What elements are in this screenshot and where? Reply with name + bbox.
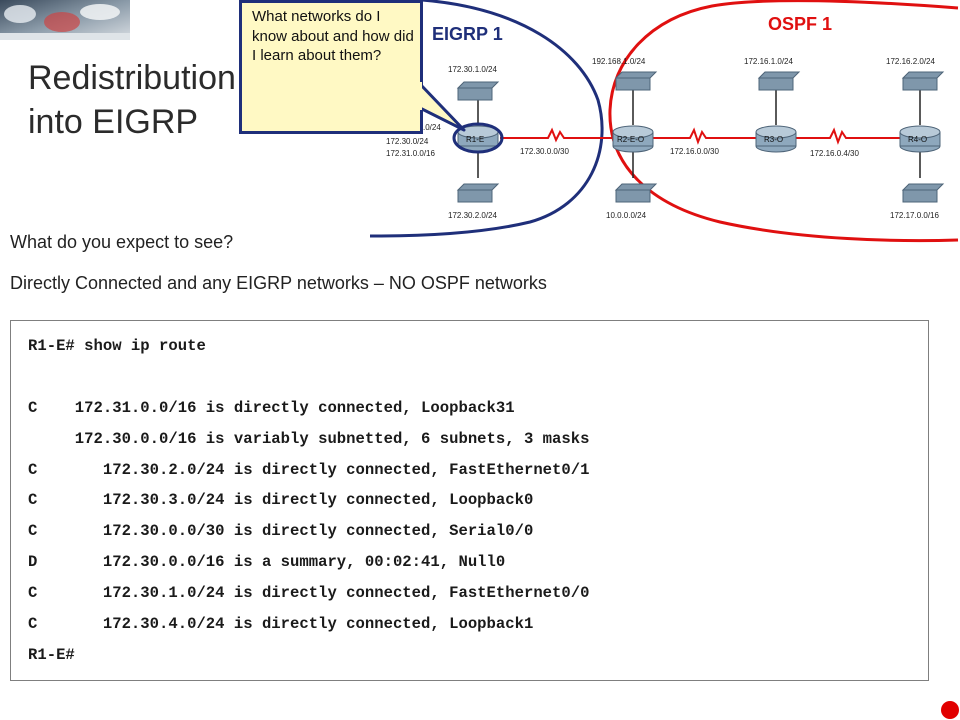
router-label-r1: R1-E (466, 135, 484, 144)
header-photo (0, 0, 130, 40)
network-label: 192.168.1.0/24 (592, 57, 646, 66)
title-line-2: into EIGRP (28, 103, 199, 141)
slide-title: Redistribution into EIGRP (28, 56, 236, 144)
network-label: 172.30.1.0/24 (448, 65, 497, 74)
r1-highlight (452, 122, 504, 154)
link-r2-r3 (652, 127, 760, 145)
console-line: R1-E# (28, 645, 75, 664)
console-line: C 172.30.2.0/24 is directly connected, F… (28, 460, 590, 479)
network-label: 172.16.0.0/30 (670, 147, 719, 156)
network-label: 10.0.0.0/24 (606, 211, 647, 220)
switch-icon (456, 71, 945, 203)
network-label: 172.30.0.0/30 (520, 147, 569, 156)
router-icon (457, 125, 941, 153)
question-callout: What networks do I know about and how di… (239, 0, 423, 134)
network-label: 172.30.2.0/24 (448, 211, 497, 220)
network-label: 172.31.0.0/16 (386, 149, 435, 158)
console-line: C 172.30.1.0/24 is directly connected, F… (28, 584, 590, 603)
slide-indicator-dot (941, 701, 959, 719)
network-label: 172.30.0/24 (386, 137, 429, 146)
router-label-r4: R4-O (908, 135, 927, 144)
console-line: D 172.30.0.0/16 is a summary, 00:02:41, … (28, 553, 506, 572)
title-line-1: Redistribution (28, 59, 236, 97)
console-line: 172.30.0.0/16 is variably subnetted, 6 s… (28, 429, 590, 448)
ospf-boundary (608, 0, 959, 243)
console-line: R1-E# show ip route (28, 337, 206, 355)
network-diagram: EIGRP 1 OSPF 1 R1-E R2-E-O R3-O R4-O 172… (369, 0, 959, 243)
callout-pointer (416, 82, 466, 132)
question-text: What do you expect to see? (10, 232, 234, 252)
link-r3-r4 (792, 127, 904, 145)
router-label-r3: R3-O (764, 135, 783, 144)
answer-text: Directly Connected and any EIGRP network… (10, 273, 547, 293)
link-r1-r2 (500, 127, 618, 143)
console-line: C 172.30.3.0/24 is directly connected, L… (28, 491, 534, 510)
console-line: C 172.31.0.0/16 is directly connected, L… (28, 398, 515, 417)
eigrp-label: EIGRP 1 (432, 24, 503, 44)
console-line: C 172.30.4.0/24 is directly connected, L… (28, 615, 534, 634)
ospf-label: OSPF 1 (768, 14, 832, 34)
network-label: 172.16.0.4/30 (810, 149, 859, 158)
network-label: 172.16.1.0/24 (744, 57, 793, 66)
eigrp-boundary (369, 0, 604, 238)
router-label-r2: R2-E-O (617, 135, 644, 144)
console-line: C 172.30.0.0/30 is directly connected, S… (28, 522, 534, 541)
network-label: 172.16.2.0/24 (886, 57, 935, 66)
console-output: R1-E# show ip route C 172.31.0.0/16 is d… (10, 320, 929, 681)
network-label: 172.17.0.0/16 (890, 211, 939, 220)
network-label: .0/24 (423, 123, 441, 132)
console-line (28, 362, 928, 393)
